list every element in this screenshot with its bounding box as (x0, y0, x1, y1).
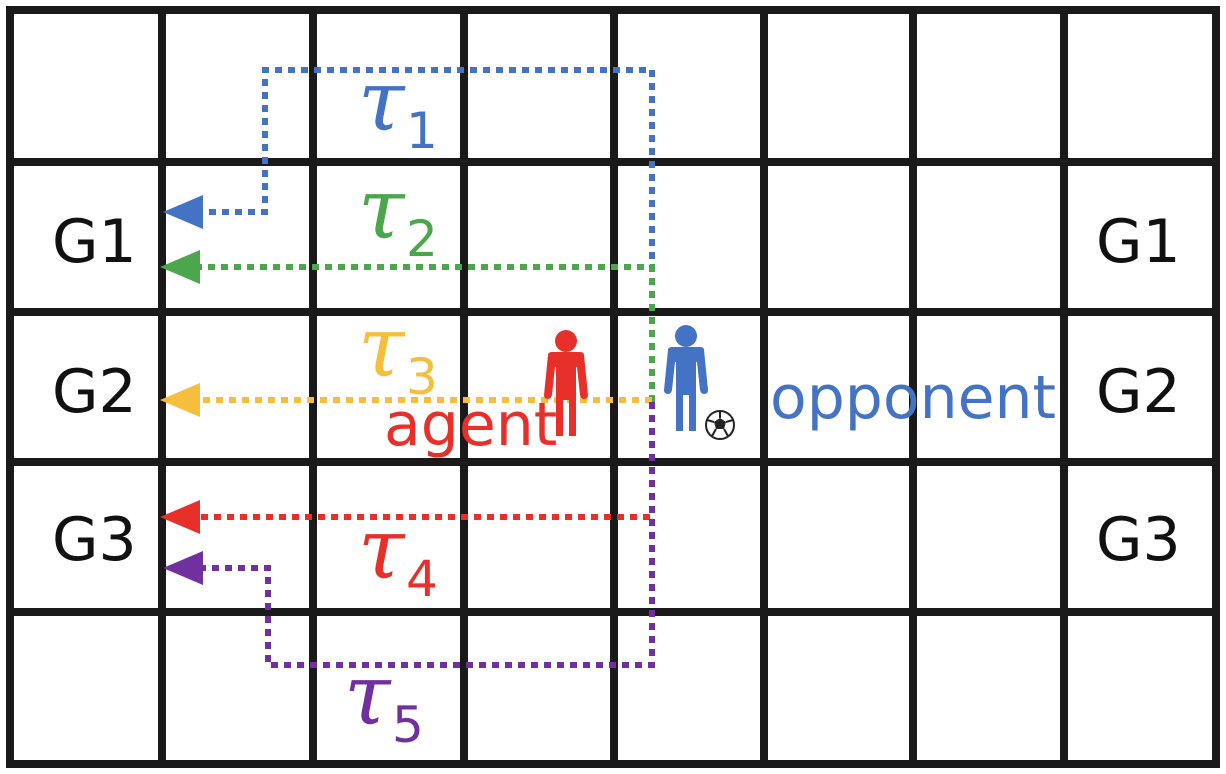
trajectory-4-path (200, 402, 655, 520)
trajectory-5-path (200, 402, 655, 668)
goal-label-right-g2: G2 (1096, 357, 1181, 427)
goal-label-left-g1: G1 (52, 207, 137, 277)
opponent-label: opponent (770, 363, 1056, 433)
trajectory-4-arrowhead (160, 500, 200, 534)
trajectory-4-symbol: τ (358, 500, 406, 598)
grid (6, 6, 1220, 768)
soccer-ball-icon (705, 410, 735, 440)
goal-label-right-g1: G1 (1096, 207, 1181, 277)
trajectory-2-label: τ 2 (358, 160, 438, 268)
trajectory-3-symbol: τ (358, 298, 406, 396)
opponent-person-icon (664, 325, 708, 431)
trajectory-5-index: 5 (392, 696, 424, 754)
trajectory-2-index: 2 (406, 210, 438, 268)
agent-person-icon (544, 330, 588, 436)
trajectory-5-symbol: τ (344, 646, 392, 744)
trajectory-2-path (200, 264, 655, 402)
goal-label-left-g3: G3 (52, 505, 137, 575)
trajectory-1-symbol: τ (358, 52, 406, 150)
trajectory-3-index: 3 (406, 348, 438, 406)
trajectory-3-arrowhead (160, 383, 200, 417)
agent-label: agent (384, 390, 557, 460)
trajectory-5-label: τ 5 (344, 646, 424, 754)
trajectory-2-symbol: τ (358, 160, 406, 258)
trajectory-5-arrowhead (163, 551, 203, 585)
trajectory-4-label: τ 4 (358, 500, 438, 608)
trajectory-4-index: 4 (406, 550, 438, 608)
trajectory-1-index: 1 (406, 102, 438, 160)
trajectory-3-label: τ 3 (358, 298, 438, 406)
trajectory-1-path (200, 67, 655, 402)
goal-label-right-g3: G3 (1096, 505, 1181, 575)
trajectory-1-label: τ 1 (358, 52, 438, 160)
trajectory-2-arrowhead (160, 250, 200, 284)
trajectory-1-arrowhead (163, 195, 203, 229)
goal-label-left-g2: G2 (52, 357, 137, 427)
